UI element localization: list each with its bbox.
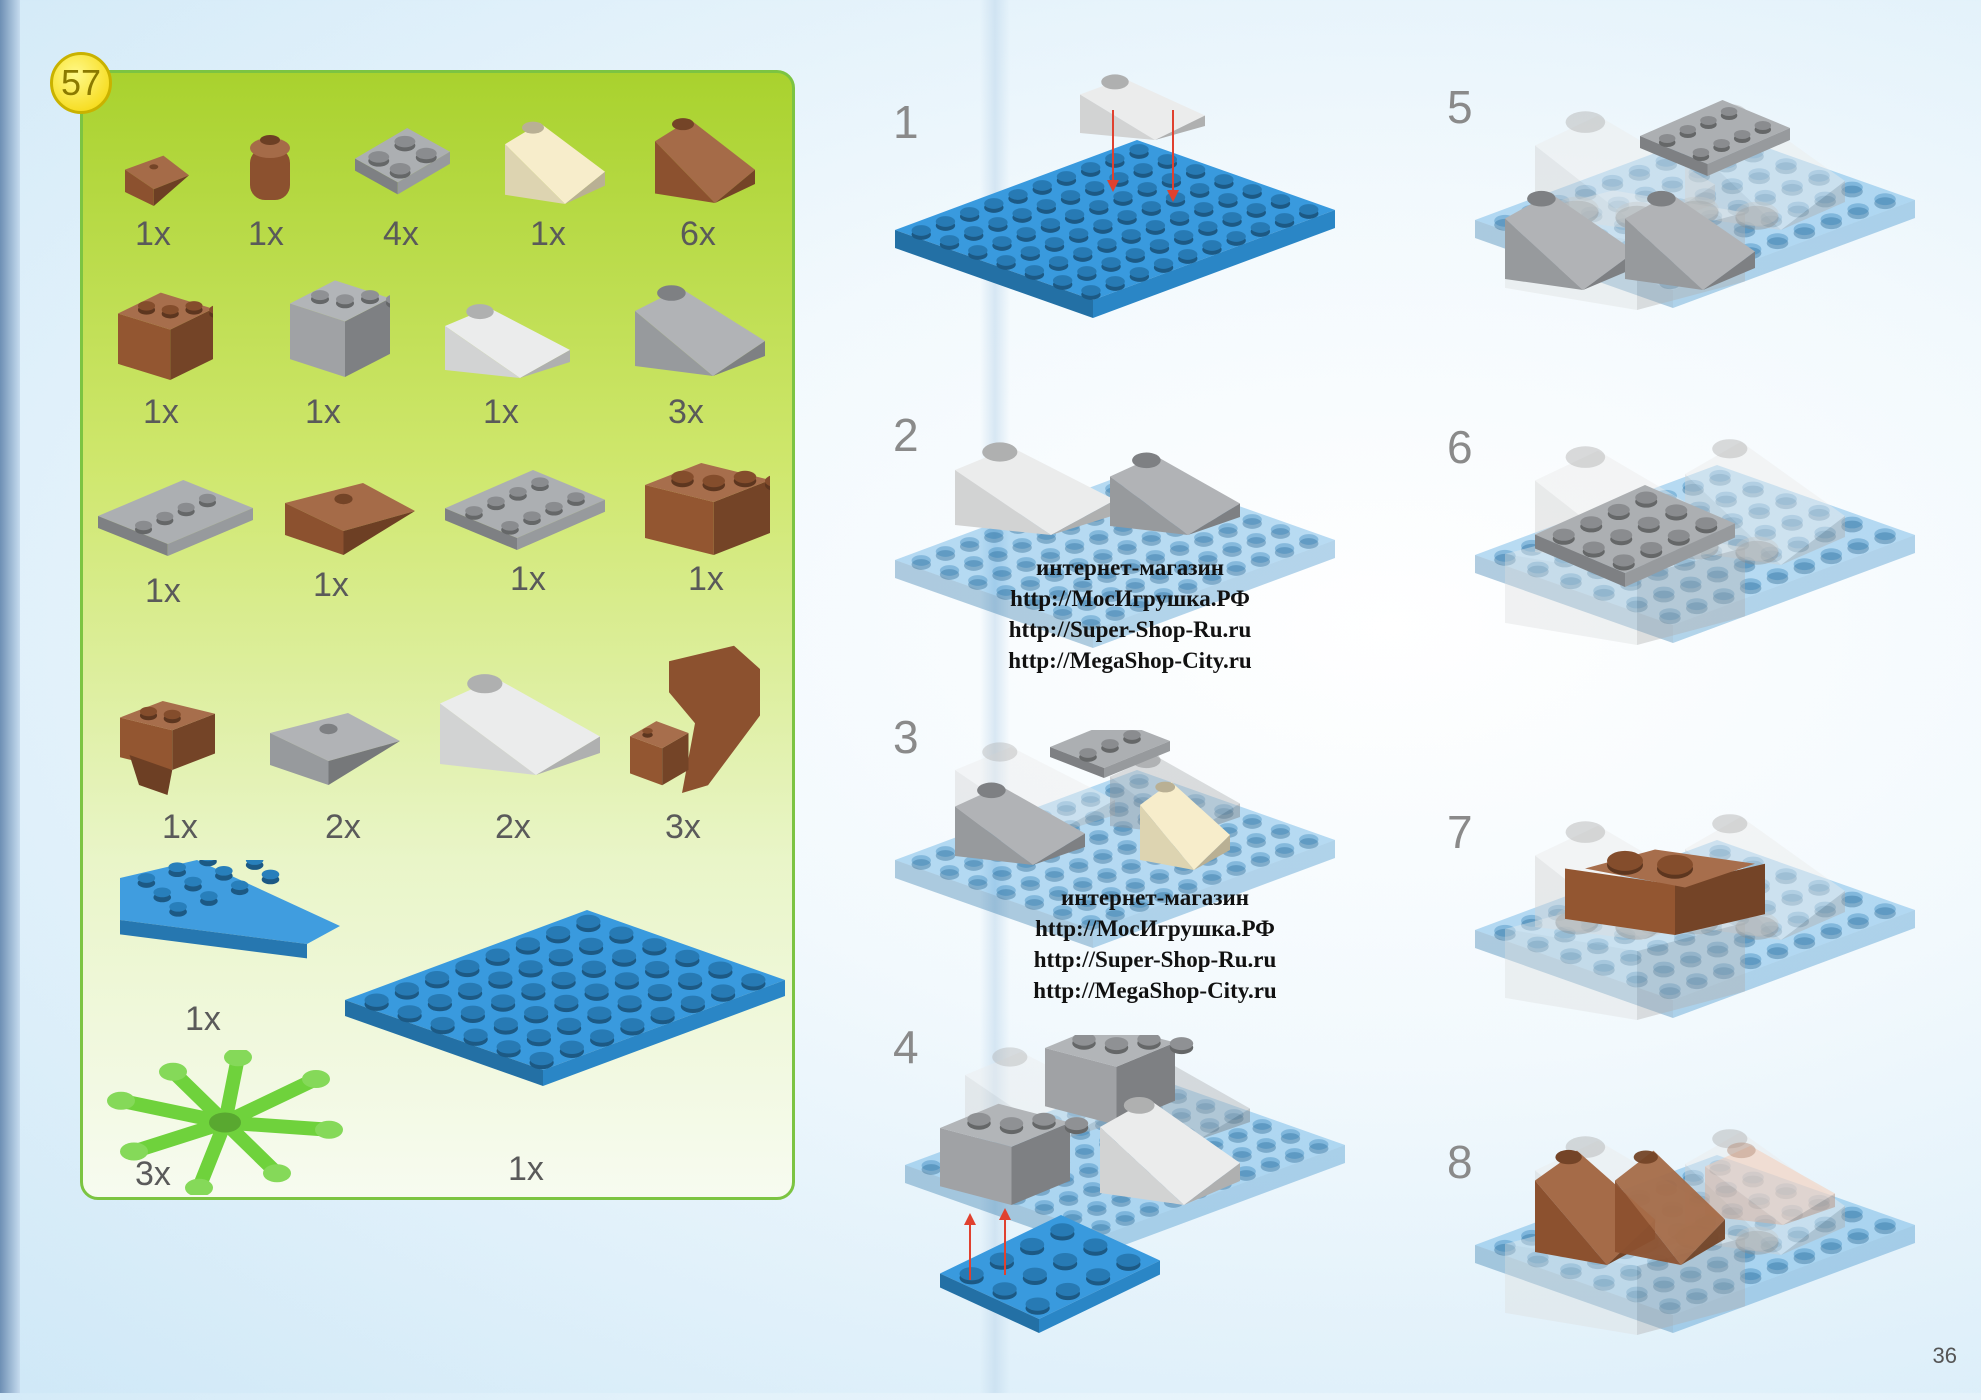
part-brown-arch bbox=[630, 638, 760, 793]
step-1-illustration bbox=[895, 70, 1355, 375]
part-quantity: 1x bbox=[145, 572, 181, 610]
part-brown-brick-2x2 bbox=[645, 455, 770, 555]
part-cream-slope bbox=[505, 112, 605, 204]
brown-round-brick-icon bbox=[250, 135, 290, 200]
step-2-model-icon bbox=[895, 442, 1335, 648]
step-number-1: 1 bbox=[893, 96, 919, 148]
brown-brick-2x2-icon bbox=[645, 463, 770, 555]
step-7-illustration bbox=[1475, 790, 1935, 1085]
part-quantity: 1x bbox=[483, 393, 519, 431]
part-quantity: 1x bbox=[530, 215, 566, 253]
part-brown-wedge-small bbox=[125, 150, 189, 206]
part-quantity: 1x bbox=[185, 1000, 221, 1038]
part-quantity: 3x bbox=[668, 393, 704, 431]
step-number-5: 5 bbox=[1447, 81, 1473, 133]
part-quantity: 2x bbox=[325, 808, 361, 846]
watermark-url-3: http://MegaShop-City.ru bbox=[1033, 978, 1277, 1003]
part-grey-slope-2x2 bbox=[635, 276, 765, 376]
part-brown-wedge-long bbox=[285, 475, 415, 555]
step-4-model-icon bbox=[905, 1023, 1345, 1333]
step-number-8: 8 bbox=[1447, 1136, 1473, 1188]
grey-brick-2x2-icon bbox=[290, 280, 390, 377]
part-quantity: 3x bbox=[665, 808, 701, 846]
part-quantity: 1x bbox=[248, 215, 284, 253]
watermark-url-1: http://МосИгрушка.РФ bbox=[1035, 916, 1275, 941]
step-6-illustration bbox=[1475, 415, 1935, 710]
watermark-shop-label: интернет-магазин bbox=[1036, 555, 1224, 580]
grey-slope-2x2-icon bbox=[635, 285, 765, 376]
part-quantity: 1x bbox=[305, 393, 341, 431]
part-quantity: 1x bbox=[162, 808, 198, 846]
part-quantity: 1x bbox=[508, 1150, 544, 1188]
part-blue-base-plate bbox=[345, 910, 785, 1110]
step-2-illustration bbox=[895, 430, 1355, 735]
watermark-url-3: http://MegaShop-City.ru bbox=[1008, 648, 1252, 673]
part-quantity: 1x bbox=[313, 566, 349, 604]
step-number-7: 7 bbox=[1447, 806, 1473, 858]
part-white-cheese-slope bbox=[445, 298, 570, 378]
step-number-6: 6 bbox=[1447, 421, 1473, 473]
step-number-3: 3 bbox=[893, 711, 919, 763]
step-number-4: 4 bbox=[893, 1021, 919, 1073]
white-slope-large-icon bbox=[440, 674, 600, 775]
brown-large-slope-icon bbox=[655, 118, 755, 203]
step-number-2: 2 bbox=[893, 409, 919, 461]
watermark-lower: интернет-магазин http://МосИгрушка.РФ ht… bbox=[1010, 882, 1300, 1006]
step-1-model-icon bbox=[895, 74, 1335, 318]
part-quantity: 1x bbox=[510, 560, 546, 598]
step-4-illustration bbox=[905, 1023, 1365, 1340]
part-brown-round-brick bbox=[245, 128, 295, 208]
watermark-url-2: http://Super-Shop-Ru.ru bbox=[1008, 617, 1252, 642]
white-cheese-slope-icon bbox=[445, 304, 570, 378]
part-quantity: 3x bbox=[135, 1155, 171, 1193]
part-quantity: 1x bbox=[688, 560, 724, 598]
page-number: 36 bbox=[1932, 1343, 1957, 1368]
step-5-illustration bbox=[1475, 80, 1935, 375]
grey-plate-2x4-icon bbox=[445, 470, 605, 550]
step-3-illustration bbox=[895, 720, 1355, 1035]
blue-wedge-plate-icon bbox=[120, 860, 340, 959]
part-green-plant-leaves bbox=[95, 1050, 355, 1195]
step-8-illustration bbox=[1475, 1105, 1935, 1400]
cream-slope-icon bbox=[505, 121, 605, 204]
step-7-model-icon bbox=[1475, 814, 1915, 1020]
part-quantity: 1x bbox=[143, 393, 179, 431]
blue-base-plate-icon bbox=[345, 910, 785, 1086]
step-6-model-icon bbox=[1475, 439, 1915, 645]
page-edge bbox=[0, 0, 20, 1393]
part-quantity: 2x bbox=[495, 808, 531, 846]
watermark-url-2: http://Super-Shop-Ru.ru bbox=[1033, 947, 1277, 972]
watermark-upper: интернет-магазин http://МосИгрушка.РФ ht… bbox=[985, 552, 1275, 676]
step-8-model-icon bbox=[1475, 1129, 1915, 1335]
grey-plate-1x4-icon bbox=[98, 480, 253, 556]
part-quantity: 1x bbox=[135, 215, 171, 253]
part-white-slope-large bbox=[440, 665, 600, 775]
model-number-badge: 57 bbox=[50, 52, 112, 114]
part-grey-wedge-flat bbox=[270, 705, 400, 785]
green-plant-leaves-icon bbox=[107, 1050, 343, 1195]
brown-arch-icon bbox=[630, 645, 760, 793]
grey-corner-plate-icon bbox=[355, 128, 450, 195]
brown-wedge-long-icon bbox=[285, 483, 415, 555]
brown-inverted-slope-icon bbox=[120, 701, 215, 795]
grey-wedge-flat-icon bbox=[270, 713, 400, 785]
part-quantity: 4x bbox=[383, 215, 419, 253]
part-grey-corner-plate bbox=[355, 128, 450, 196]
brown-brick-1x2-icon bbox=[118, 292, 213, 380]
part-grey-plate-1x4 bbox=[98, 480, 253, 560]
part-brown-large-slope bbox=[655, 108, 755, 203]
part-brown-brick-1x2 bbox=[118, 285, 213, 380]
part-brown-inverted-slope bbox=[120, 695, 215, 795]
part-blue-wedge-plate bbox=[120, 860, 340, 980]
part-grey-plate-2x4 bbox=[445, 470, 605, 555]
brown-wedge-small-icon bbox=[125, 155, 189, 206]
step-3-model-icon bbox=[895, 720, 1335, 948]
watermark-url-1: http://МосИгрушка.РФ bbox=[1010, 586, 1250, 611]
step-5-model-icon bbox=[1475, 100, 1915, 310]
watermark-shop-label: интернет-магазин bbox=[1061, 885, 1249, 910]
part-quantity: 6x bbox=[680, 215, 716, 253]
part-grey-brick-2x2 bbox=[290, 272, 390, 377]
